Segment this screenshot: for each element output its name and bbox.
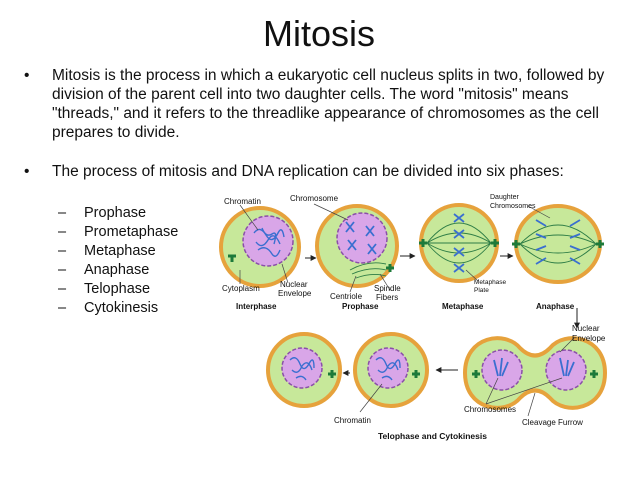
dash: –	[58, 262, 67, 278]
label-chromatin-bottom: Chromatin	[334, 416, 371, 425]
dash: –	[58, 205, 67, 221]
mitosis-diagram: Chromatin Chromosome Daughter Chromosome…	[219, 194, 608, 441]
anaphase-cell	[512, 204, 604, 284]
telophase-cell	[462, 336, 608, 410]
dash: –	[58, 281, 67, 297]
daughter-cell-left	[266, 332, 342, 408]
bullet-phases-intro-text: The process of mitosis and DNA replicati…	[52, 163, 564, 180]
label-chromatin: Chromatin	[224, 197, 261, 206]
label-cytoplasm: Cytoplasm	[222, 284, 260, 293]
label-nuclear-envelope-b: Envelope	[278, 289, 312, 298]
stage-telophase: Telophase and Cytokinesis	[378, 431, 487, 441]
label-spindle-a: Spindle	[374, 284, 401, 293]
phase-label: Metaphase	[84, 243, 156, 259]
phase-label: Prometaphase	[84, 224, 179, 240]
phase-item: – Anaphase	[58, 261, 178, 280]
label-nuclear-envelope-d: Envelope	[572, 334, 606, 343]
stage-interphase: Interphase	[236, 302, 277, 311]
dash: –	[58, 300, 67, 316]
phase-item: – Cytokinesis	[58, 299, 178, 318]
label-nuclear-envelope-c: Nuclear	[572, 324, 600, 333]
phase-label: Prophase	[84, 205, 147, 221]
stage-anaphase: Anaphase	[536, 302, 575, 311]
phase-label: Telophase	[84, 281, 151, 297]
label-cleavage-furrow: Cleavage Furrow	[522, 418, 583, 427]
phase-item: – Prometaphase	[58, 223, 178, 242]
label-daughter-1: Daughter	[490, 194, 519, 201]
label-centriole: Centriole	[330, 292, 363, 301]
dash: –	[58, 243, 67, 259]
bullet-definition-text: Mitosis is the process in which a eukary…	[52, 67, 605, 141]
phase-item: – Metaphase	[58, 242, 178, 261]
label-chromosome: Chromosome	[290, 194, 339, 203]
dash: –	[58, 224, 67, 240]
daughter-cell-right	[353, 332, 429, 408]
phase-list: – Prophase – Prometaphase – Metaphase – Anap…	[58, 204, 178, 318]
label-metaphase-plate-b: Plate	[474, 287, 489, 294]
interphase-cell	[219, 206, 301, 288]
metaphase-cell	[419, 203, 499, 283]
label-spindle-b: Fibers	[376, 293, 398, 302]
bullet-dot: •	[24, 67, 30, 84]
phase-item: – Telophase	[58, 280, 178, 299]
prophase-cell	[315, 204, 399, 288]
stage-prophase: Prophase	[342, 302, 379, 311]
label-chromosomes-bottom: Chromosomes	[464, 405, 516, 414]
phase-label: Cytokinesis	[84, 300, 159, 316]
slide-title: Mitosis	[262, 13, 375, 54]
stage-metaphase: Metaphase	[442, 302, 484, 311]
phase-label: Anaphase	[84, 262, 150, 278]
label-daughter-2: Chromosomes	[490, 203, 536, 210]
bullet-dot: •	[24, 163, 30, 180]
phase-item: – Prophase	[58, 204, 178, 223]
label-nuclear-envelope-a: Nuclear	[280, 280, 308, 289]
label-metaphase-plate-a: Metaphase	[474, 279, 507, 286]
